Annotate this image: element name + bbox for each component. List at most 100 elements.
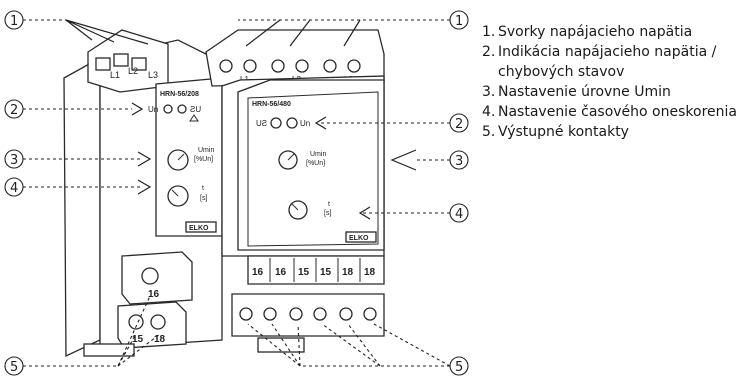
left-bottom-screw-1 [141,267,159,285]
right-t-unit: [s] [324,210,331,217]
left-led-fault-label: ƧU [190,105,201,114]
right-bottom-screw-5 [339,307,353,321]
right-bottom-terminal-label: 18 [342,267,354,278]
right-bottom-terminal-label: 16 [252,267,264,278]
left-bottom-screw-3 [150,314,166,330]
right-top-screw-5 [323,59,337,73]
right-top-screw-1 [219,59,233,73]
legend-item: 4.Nastavenie časového oneskorenia [482,104,737,120]
left-t-label: t [202,185,204,192]
callout-4-left: 4 [4,177,24,197]
left-led-fault-icon [177,104,187,114]
right-top-screw-3 [271,59,285,73]
svg-text:5: 5 [455,360,463,375]
right-time-dial-pointer [291,203,299,211]
left-top-screw-2 [113,53,129,67]
left-top-terminal-label: L3 [148,70,158,80]
svg-text:2: 2 [455,117,463,132]
svg-text:2: 2 [10,103,18,118]
arrow-1-right [245,19,361,47]
callout-1-right: 1 [449,10,469,30]
right-brand-label: ELKO [349,235,369,242]
right-top-screw-6 [347,59,361,73]
leader-5-right [247,323,451,367]
callout-5-left: 5 [4,356,24,376]
left-bottom-terminal-label: 18 [154,334,166,345]
right-brand-badge [345,231,377,243]
callout-3-right: 3 [449,150,469,170]
right-bottom-terminal-label: 15 [298,267,310,278]
left-din-clip [83,343,135,357]
left-brand-label: ELKO [189,225,209,232]
leader-5-left [23,295,161,367]
legend: 1.Svorky napájacieho napätia 2.Indikácia… [482,22,738,142]
right-top-screw-4 [295,59,309,73]
arrow-2-right [314,116,327,130]
right-bottom-terminal-block [231,293,385,337]
left-top-screw-3 [131,57,147,71]
arrow-3-left [137,151,152,167]
right-panel-inset [247,91,379,247]
legend-item: 2.Indikácia napájacieho napätia / chybov… [482,44,717,80]
left-time-dial-pointer [171,189,179,197]
right-umin-label: Umin [310,151,326,158]
left-relay-side [63,56,101,358]
right-bottom-terminal-label: 15 [320,267,332,278]
left-model-label: HRN-56/208 [160,91,199,98]
svg-text:1: 1 [10,14,18,29]
right-model-label: HRN-56/480 [252,101,291,108]
left-brand-badge [185,221,217,233]
right-umin-dial-pointer [287,153,295,161]
right-led-fault-icon [270,117,282,129]
legend-item: 3.Nastavenie úrovne Umin [482,84,671,100]
arrow-3-right [390,149,417,171]
left-top-terminal-label: L1 [110,70,120,80]
right-bottom-screw-6 [363,307,377,321]
right-umin-unit: [%Un] [306,160,325,167]
right-led-un-icon [286,117,298,129]
left-bottom-screw-2 [128,314,144,330]
svg-text:3: 3 [455,154,463,169]
right-din-clip [257,337,305,353]
legend-item: 5.Výstupné kontakty [482,124,629,140]
svg-text:5: 5 [10,360,18,375]
left-bottom-terminal-label: 16 [148,289,160,300]
callout-1-left: 1 [4,10,24,30]
arrow-4-right [358,206,371,220]
right-bottom-screw-2 [263,307,277,321]
callout-2-right: 2 [449,113,469,133]
svg-text:4: 4 [10,181,18,196]
right-bottom-screw-4 [313,307,327,321]
left-led-un-label: Un [148,105,158,114]
right-relay: L1 L2 L3 HRN-56/480 UƧ Un Umin [%Un] t [… [205,29,385,353]
right-top-screw-2 [243,59,257,73]
left-umin-unit: [%Un] [194,156,213,163]
arrow-4-left [137,179,152,195]
left-umin-label: Umin [198,147,214,154]
callout-2-left: 2 [4,99,24,119]
legend-item: 1.Svorky napájacieho napätia [482,24,693,40]
right-bottom-terminal-label: 16 [275,267,287,278]
svg-text:1: 1 [455,14,463,29]
right-bottom-terminal-label: 18 [364,267,376,278]
warning-triangle-icon [189,114,199,122]
right-led-un-label: Un [300,119,310,128]
left-top-screw-1 [95,57,111,71]
callout-5-right: 5 [449,356,469,376]
left-bottom-terminal-label: 15 [132,334,144,345]
right-led-fault-label: UƧ [256,119,267,128]
callout-3-left: 3 [4,149,24,169]
right-t-label: t [328,201,330,208]
callout-4-right: 4 [449,203,469,223]
left-t-unit: [s] [200,195,207,202]
left-top-terminal-label: L2 [128,66,138,76]
arrow-2-left [131,102,144,116]
right-bottom-screw-3 [289,307,303,321]
arrow-1-left [65,19,149,45]
svg-text:3: 3 [10,153,18,168]
left-relay: L1 L2 L3 HRN-56/208 Un ƧU Umin [%Un] t [… [63,29,223,358]
right-bottom-screw-1 [239,307,253,321]
left-umin-dial-pointer [177,153,185,161]
